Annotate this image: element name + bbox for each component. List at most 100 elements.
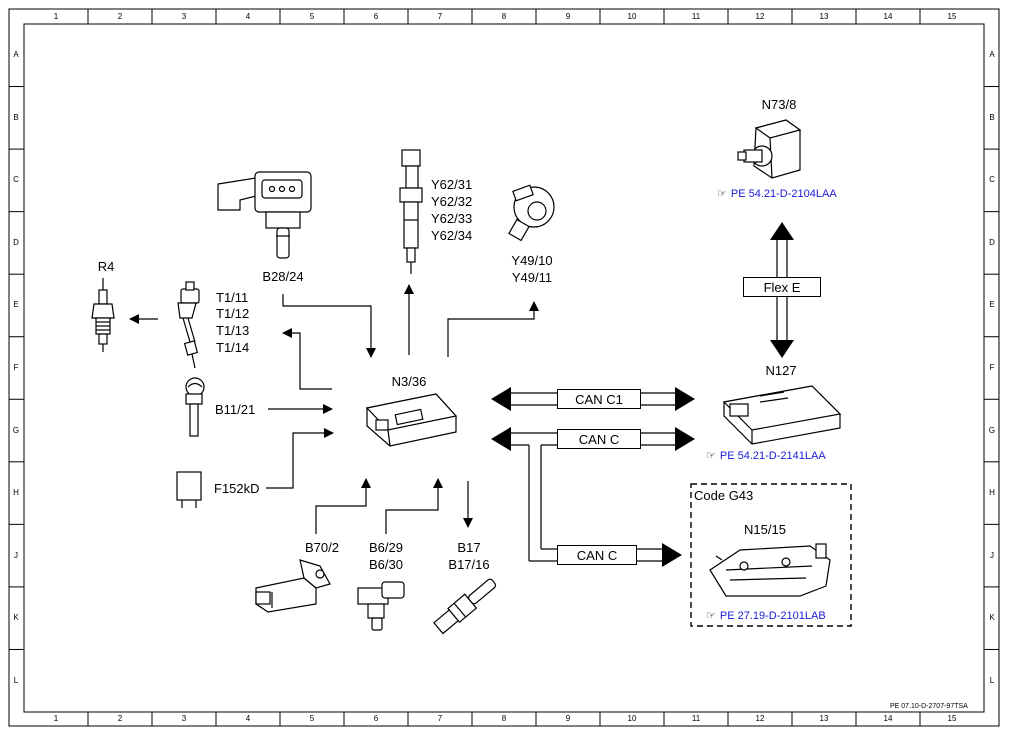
label-b28-24: B28/24: [262, 269, 304, 284]
camshaft-solenoid-icon: [508, 184, 555, 242]
row-label-right: A: [989, 50, 995, 60]
bus-label-can-c1: CAN C1: [557, 389, 641, 409]
label-t1-11: T1/11: [216, 290, 249, 305]
reference-n73-text: PE 54.21-D-2104LAA: [730, 188, 837, 200]
column-label-bottom: 7: [437, 714, 443, 723]
column-label-bottom: 12: [755, 714, 765, 723]
row-label-left: E: [13, 300, 19, 310]
label-y62-32: Y62/32: [431, 194, 473, 209]
column-label-top: 13: [819, 12, 829, 21]
row-label-right: K: [989, 613, 995, 623]
label-n3-36: N3/36: [391, 374, 427, 389]
row-label-right: D: [989, 237, 995, 247]
line-b6-to-n3: [385, 478, 443, 534]
column-label-top: 1: [53, 12, 59, 21]
row-label-left: H: [13, 488, 19, 498]
label-r4: R4: [97, 259, 115, 274]
row-label-left: K: [13, 613, 19, 623]
column-label-top: 14: [883, 12, 893, 21]
column-label-bottom: 2: [117, 714, 123, 723]
row-label-right: F: [989, 363, 995, 372]
row-label-left: G: [12, 425, 20, 435]
label-n127: N127: [765, 363, 797, 378]
column-label-bottom: 14: [883, 714, 893, 723]
reference-n15[interactable]: ☞PE 27.19-D-2101LAB: [706, 610, 826, 623]
row-label-right: B: [989, 112, 995, 122]
bus-label-flex-e: Flex E: [743, 277, 821, 297]
reference-n127[interactable]: ☞PE 54.21-D-2141LAA: [706, 450, 826, 463]
signal-lines: [129, 284, 539, 534]
powertrain-control-unit-icon: [722, 385, 842, 445]
relay-icon: [176, 471, 202, 508]
column-label-top: 3: [181, 12, 187, 21]
column-label-top: 12: [755, 12, 765, 21]
row-label-right: G: [988, 425, 996, 435]
row-label-left: J: [14, 550, 18, 560]
row-label-left: A: [13, 50, 19, 60]
pointing-hand-icon: ☞: [717, 188, 727, 200]
column-label-top: 8: [501, 12, 507, 21]
label-b17: B17: [457, 540, 481, 555]
column-label-top: 9: [565, 12, 571, 21]
line-n3-to-t1: [282, 328, 332, 390]
glow-plug-icon: [91, 278, 115, 352]
label-y62-34: Y62/34: [431, 228, 473, 243]
label-y49-11: Y49/11: [511, 270, 553, 285]
column-label-top: 6: [373, 12, 379, 21]
column-label-top: 5: [309, 12, 315, 21]
line-n3-to-y49: [447, 301, 539, 357]
row-label-left: F: [13, 363, 19, 372]
row-label-left: C: [13, 175, 19, 185]
air-temperature-sensor-icon: [433, 578, 497, 635]
reference-n73[interactable]: ☞PE 54.21-D-2104LAA: [717, 188, 837, 201]
line-b28-to-n3: [282, 294, 376, 358]
column-label-bottom: 13: [819, 714, 829, 723]
row-label-left: D: [13, 237, 19, 247]
document-reference: PE 07.10-D-2707-97TSA: [890, 703, 968, 710]
transmission-control-module-icon: [709, 543, 831, 597]
column-label-top: 15: [947, 12, 957, 21]
column-label-top: 10: [627, 12, 637, 21]
column-label-bottom: 11: [691, 714, 701, 723]
camshaft-sensor-icon: [357, 581, 405, 631]
engine-control-unit-icon: [365, 393, 458, 447]
column-label-top: 4: [245, 12, 251, 21]
column-label-bottom: 6: [373, 714, 379, 723]
column-label-top: 7: [437, 12, 443, 21]
reference-n127-text: PE 54.21-D-2141LAA: [719, 450, 826, 462]
label-y62-33: Y62/33: [431, 211, 473, 226]
column-label-bottom: 9: [565, 714, 571, 723]
row-label-left: L: [13, 675, 19, 685]
crankshaft-sensor-icon: [255, 559, 331, 613]
label-t1-13: T1/13: [216, 323, 250, 338]
label-t1-12: T1/12: [216, 306, 250, 321]
reference-n15-text: PE 27.19-D-2101LAB: [719, 610, 826, 622]
label-n15-15: N15/15: [744, 522, 786, 537]
column-label-bottom: 3: [181, 714, 187, 723]
code-g43-box: [690, 483, 852, 627]
column-label-top: 11: [691, 12, 701, 21]
temperature-sensor-icon: [185, 377, 205, 437]
pressure-sensor-icon: [217, 171, 312, 259]
column-label-bottom: 1: [53, 714, 59, 723]
row-label-right: J: [990, 550, 994, 560]
label-b70-2: B70/2: [305, 540, 339, 555]
label-y62-31: Y62/31: [431, 177, 473, 192]
label-b17-16: B17/16: [448, 557, 490, 572]
row-label-right: C: [989, 175, 995, 185]
line-b70-to-n3: [315, 478, 371, 534]
column-label-bottom: 10: [627, 714, 637, 723]
ignition-switch-icon: [737, 119, 802, 179]
fuel-injector-icon: [399, 149, 423, 274]
pointing-hand-icon: ☞: [706, 450, 716, 462]
column-label-bottom: 4: [245, 714, 251, 723]
line-f152-to-n3: [266, 428, 334, 489]
row-label-right: L: [989, 675, 995, 685]
column-label-bottom: 8: [501, 714, 507, 723]
column-label-bottom: 5: [309, 714, 315, 723]
bus-label-can-c-upper: CAN C: [557, 429, 641, 449]
label-code-g43: Code G43: [694, 488, 754, 503]
ignition-coil-icon: [177, 281, 200, 369]
